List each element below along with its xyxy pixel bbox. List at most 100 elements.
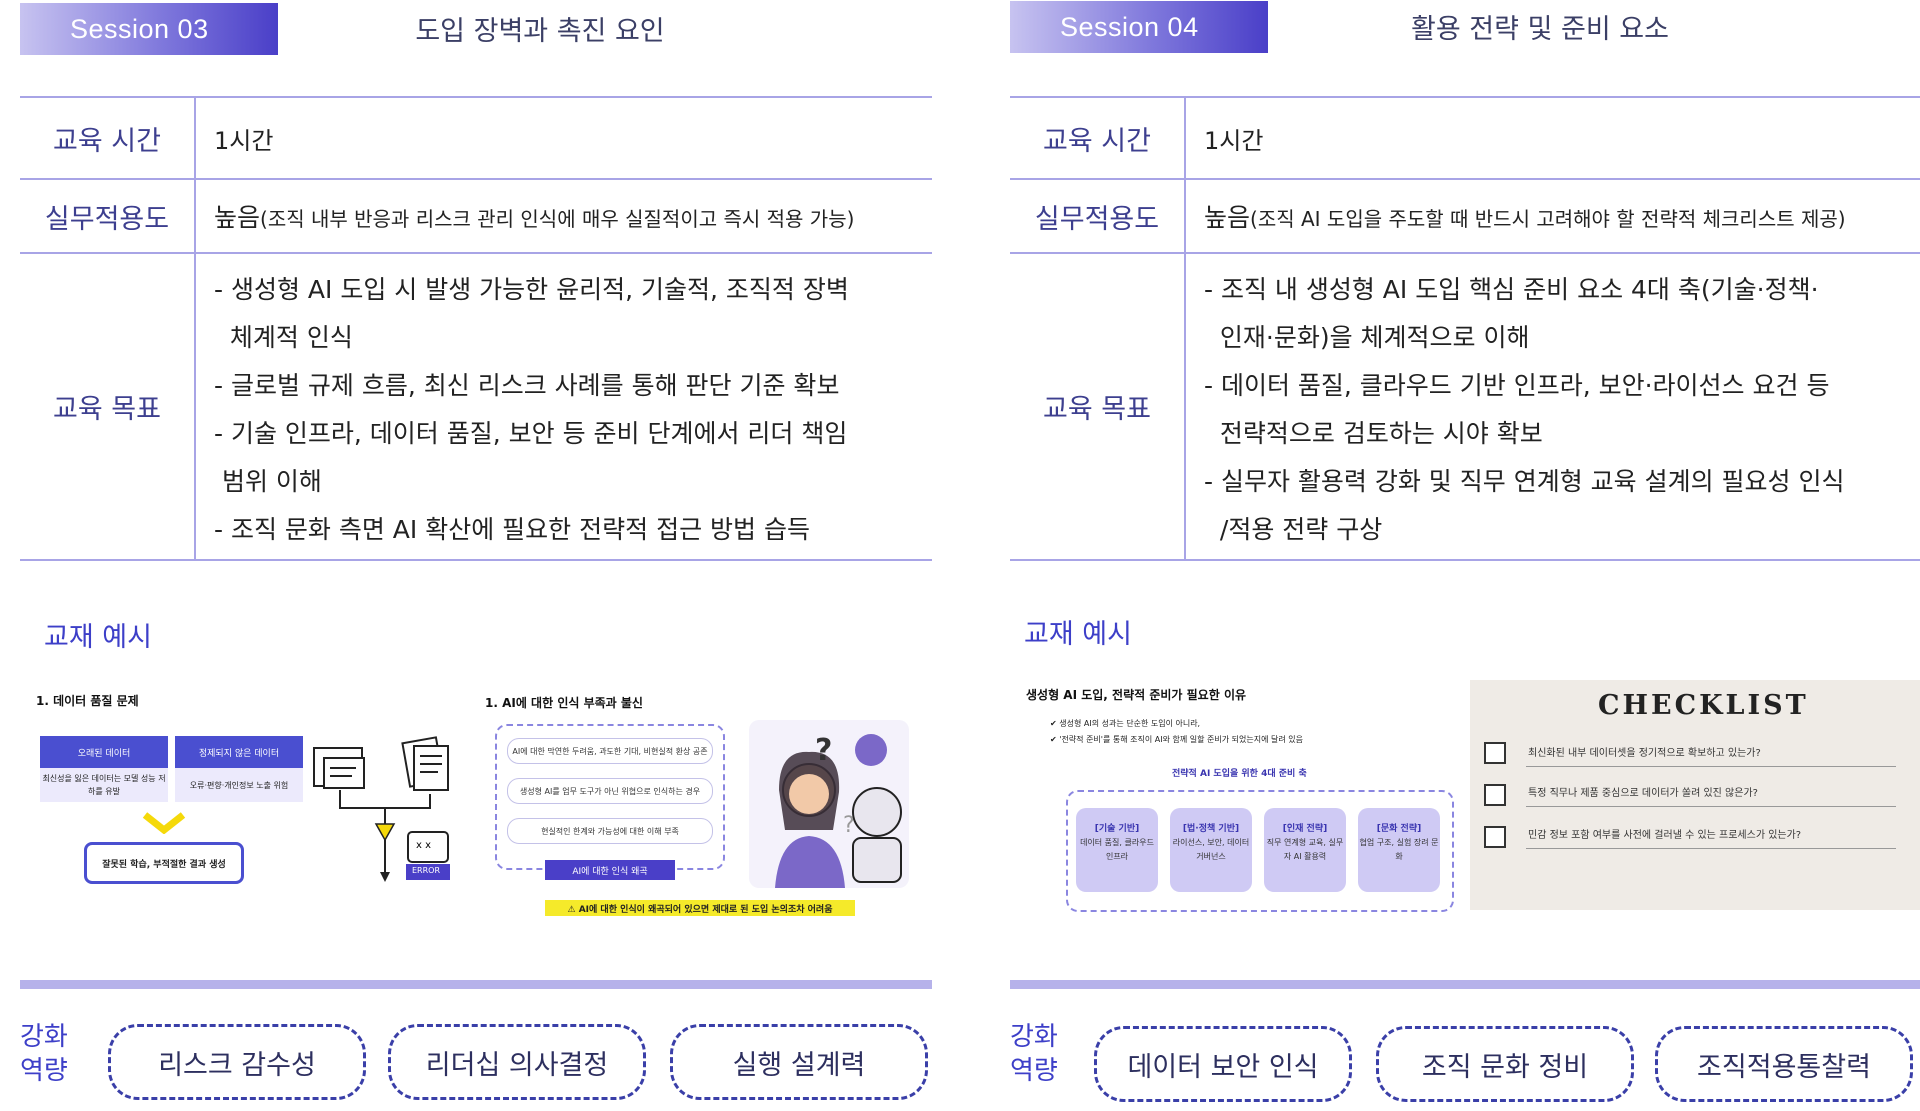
thumb-title: 1. AI에 대한 인식 부족과 불신 bbox=[485, 696, 643, 710]
section-divider bbox=[1010, 980, 1920, 989]
checkbox-icon bbox=[1484, 742, 1506, 764]
awareness-line: AI에 대한 막연한 두려움, 과도한 기대, 비현실적 환상 공존 bbox=[507, 738, 713, 764]
goal-value: - 생성형 AI 도입 시 발생 가능한 윤리적, 기술적, 조직적 장벽 체계… bbox=[195, 252, 932, 561]
competency-pill: 조직 문화 정비 bbox=[1376, 1026, 1634, 1102]
competency-label-line: 강화 bbox=[20, 1022, 68, 1052]
competency-label: 강화 역량 bbox=[1010, 1020, 1070, 1088]
competency-pill: 실행 설계력 bbox=[670, 1024, 928, 1100]
material-label: 교재 예시 bbox=[1024, 619, 1132, 650]
session-04-column: Session 04 활용 전략 및 준비 요소 교육 시간 1시간 실무적용도… bbox=[1010, 0, 1920, 1111]
goal-item: /적용 전략 구상 bbox=[1204, 514, 1383, 544]
goal-item: - 기술 인프라, 데이터 품질, 보안 등 준비 단계에서 리더 책임 bbox=[214, 418, 848, 448]
checklist-item: 최신화된 내부 데이터셋을 정기적으로 확보하고 있는가? bbox=[1528, 748, 1761, 759]
checklist-underline bbox=[1526, 848, 1896, 849]
session-info-table: 교육 시간 1시간 실무적용도 높음(조직 내부 반응과 리스크 관리 인식에 … bbox=[20, 96, 932, 561]
material-label: 교재 예시 bbox=[44, 622, 152, 653]
row-practical: 실무적용도 높음(조직 AI 도입을 주도할 때 반드시 고려해야 할 전략적 … bbox=[1010, 178, 1920, 253]
folder-document-icon: x x bbox=[313, 736, 450, 882]
pillar-card-head: [인재 전략] bbox=[1282, 824, 1328, 834]
practical-value: 높음(조직 AI 도입을 주도할 때 반드시 고려해야 할 전략적 체크리스트 … bbox=[1185, 178, 1920, 253]
checklist-underline bbox=[1526, 766, 1896, 767]
block-unrefined-data: 정제되지 않은 데이터 bbox=[175, 736, 303, 768]
section-divider bbox=[20, 980, 932, 989]
session-header: Session 03 도입 장벽과 촉진 요인 bbox=[20, 0, 950, 58]
row-goals: 교육 목표 - 생성형 AI 도입 시 발생 가능한 윤리적, 기술적, 조직적… bbox=[20, 252, 932, 561]
pillar-card-body: 직무 연계형 교육, 실무자 AI 활용력 bbox=[1266, 838, 1344, 861]
material-examples: 생성형 AI 도입, 전략적 준비가 필요한 이유 ✔ 생성형 AI의 성과는 … bbox=[1010, 672, 1920, 932]
row-practical: 실무적용도 높음(조직 내부 반응과 리스크 관리 인식에 매우 실질적이고 즉… bbox=[20, 178, 932, 253]
time-label: 교육 시간 bbox=[1010, 96, 1186, 179]
competency-label-line: 역량 bbox=[1010, 1056, 1058, 1086]
checklist-item: 민감 정보 포함 여부를 사전에 걸러낼 수 있는 프로세스가 있는가? bbox=[1528, 830, 1802, 841]
practical-main: 높음 bbox=[214, 203, 261, 232]
svg-text:?: ? bbox=[815, 733, 832, 768]
pillar-card-head: [기술 기반] bbox=[1094, 824, 1140, 834]
goal-item: 범위 이해 bbox=[214, 466, 322, 496]
chevron-down-icon bbox=[142, 812, 186, 834]
thumb-title: 생성형 AI 도입, 전략적 준비가 필요한 이유 bbox=[1026, 688, 1247, 702]
pillar-card-body: 협업 구조, 실험 장려 문화 bbox=[1359, 838, 1439, 861]
pillar-card-tech: [기술 기반] 데이터 품질, 클라우드 인프라 bbox=[1076, 808, 1158, 892]
awareness-line: 현실적인 한계와 가능성에 대한 이해 부족 bbox=[507, 818, 713, 844]
row-education-time: 교육 시간 1시간 bbox=[20, 96, 932, 179]
block-old-data-desc: 최신성을 잃은 데이터는 모델 성능 저하를 유발 bbox=[40, 768, 168, 802]
svg-text:?: ? bbox=[843, 813, 855, 838]
pillar-card-body: 데이터 품질, 클라우드 인프라 bbox=[1080, 838, 1154, 861]
competency-pill: 리더십 의사결정 bbox=[388, 1024, 646, 1100]
session-header: Session 04 활용 전략 및 준비 요소 bbox=[1010, 0, 1920, 58]
result-box: 잘못된 학습, 부적절한 결과 생성 bbox=[84, 842, 244, 884]
thumb-title: 1. 데이터 품질 문제 bbox=[36, 694, 139, 708]
goal-label: 교육 목표 bbox=[20, 252, 196, 561]
pillar-card-body: 라이선스, 보안, 데이터 거버넌스 bbox=[1172, 838, 1250, 861]
goal-item: 체계적 인식 bbox=[214, 322, 353, 352]
strategic-bullet: ✔ 생성형 AI의 성과는 단순한 도입이 아니라, bbox=[1050, 719, 1201, 728]
checkbox-icon bbox=[1484, 784, 1506, 806]
pillar-panel bbox=[1066, 790, 1454, 912]
practical-label: 실무적용도 bbox=[20, 178, 196, 253]
material-examples: 1. 데이터 품질 문제 오래된 데이터 최신성을 잃은 데이터는 모델 성능 … bbox=[20, 672, 935, 932]
material-thumb-ai-awareness: 1. AI에 대한 인식 부족과 불신 AI에 대한 막연한 두려움, 과도한 … bbox=[475, 672, 935, 922]
practical-label: 실무적용도 bbox=[1010, 178, 1186, 253]
goal-item: - 데이터 품질, 클라우드 기반 인프라, 보안·라이선스 요건 등 bbox=[1204, 370, 1830, 400]
material-thumb-checklist: CHECKLIST 최신화된 내부 데이터셋을 정기적으로 확보하고 있는가? … bbox=[1470, 680, 1920, 910]
pillar-card-head: [문화 전략] bbox=[1376, 824, 1422, 834]
practical-value: 높음(조직 내부 반응과 리스크 관리 인식에 매우 실질적이고 즉시 적용 가… bbox=[195, 178, 932, 253]
checkbox-icon bbox=[1484, 826, 1506, 848]
goal-value: - 조직 내 생성형 AI 도입 핵심 준비 요소 4대 축(기술·정책· 인재… bbox=[1185, 252, 1920, 561]
block-unrefined-data-desc: 오류·편향·개인정보 노출 위험 bbox=[175, 768, 303, 802]
goal-list: - 조직 내 생성형 AI 도입 핵심 준비 요소 4대 축(기술·정책· 인재… bbox=[1204, 260, 1920, 554]
goal-list: - 생성형 AI 도입 시 발생 가능한 윤리적, 기술적, 조직적 장벽 체계… bbox=[214, 260, 932, 554]
awareness-line: 생성형 AI를 업무 도구가 아닌 위협으로 인식하는 경우 bbox=[507, 778, 713, 804]
strategic-bullet: ✔ '전략적 준비'를 통해 조직이 AI와 함께 일할 준비가 되었는지에 달… bbox=[1050, 735, 1303, 744]
session-title: 도입 장벽과 촉진 요인 bbox=[415, 15, 665, 47]
awareness-bar: AI에 대한 인식 왜곡 bbox=[545, 860, 675, 880]
checklist-item: 특정 직무나 제품 중심으로 데이터가 쏠려 있진 않은가? bbox=[1528, 788, 1758, 799]
goal-item: 인재·문화)을 체계적으로 이해 bbox=[1204, 322, 1530, 352]
session-badge: Session 04 bbox=[1010, 1, 1268, 53]
material-thumb-strategic-prep: 생성형 AI 도입, 전략적 준비가 필요한 이유 ✔ 생성형 AI의 성과는 … bbox=[1010, 672, 1460, 922]
pillar-card-talent: [인재 전략] 직무 연계형 교육, 실무자 AI 활용력 bbox=[1264, 808, 1346, 892]
material-thumb-data-quality: 1. 데이터 품질 문제 오래된 데이터 최신성을 잃은 데이터는 모델 성능 … bbox=[20, 672, 460, 922]
block-old-data: 오래된 데이터 bbox=[40, 736, 168, 768]
competency-pill: 리스크 감수성 bbox=[108, 1024, 366, 1100]
competency-pill: 조직적용통찰력 bbox=[1655, 1026, 1913, 1102]
goal-item: 전략적으로 검토하는 시야 확보 bbox=[1204, 418, 1543, 448]
row-education-time: 교육 시간 1시간 bbox=[1010, 96, 1920, 179]
checklist-title: CHECKLIST bbox=[1598, 690, 1809, 721]
practical-sub: (조직 AI 도입을 주도할 때 반드시 고려해야 할 전략적 체크리스트 제공… bbox=[1250, 207, 1846, 231]
pillar-panel-title: 전략적 AI 도입을 위한 4대 준비 축 bbox=[1172, 769, 1307, 779]
competency-label-line: 역량 bbox=[20, 1056, 68, 1086]
warning-bar: ⚠ AI에 대한 인식이 왜곡되어 있으면 제대로 된 도입 논의조차 어려움 bbox=[545, 900, 855, 916]
session-03-column: Session 03 도입 장벽과 촉진 요인 교육 시간 1시간 실무적용도 … bbox=[20, 0, 950, 1111]
practical-main: 높음 bbox=[1204, 203, 1251, 232]
session-badge: Session 03 bbox=[20, 3, 278, 55]
goal-item: - 조직 내 생성형 AI 도입 핵심 준비 요소 4대 축(기술·정책· bbox=[1204, 274, 1819, 304]
pillar-card-policy: [법·정책 기반] 라이선스, 보안, 데이터 거버넌스 bbox=[1170, 808, 1252, 892]
session-info-table: 교육 시간 1시간 실무적용도 높음(조직 AI 도입을 주도할 때 반드시 고… bbox=[1010, 96, 1920, 561]
practical-sub: (조직 내부 반응과 리스크 관리 인식에 매우 실질적이고 즉시 적용 가능) bbox=[260, 207, 855, 231]
goal-label: 교육 목표 bbox=[1010, 252, 1186, 561]
goal-item: - 생성형 AI 도입 시 발생 가능한 윤리적, 기술적, 조직적 장벽 bbox=[214, 274, 849, 304]
time-label: 교육 시간 bbox=[20, 96, 196, 179]
time-value: 1시간 bbox=[1185, 96, 1920, 179]
competency-pill: 데이터 보안 인식 bbox=[1094, 1026, 1352, 1102]
